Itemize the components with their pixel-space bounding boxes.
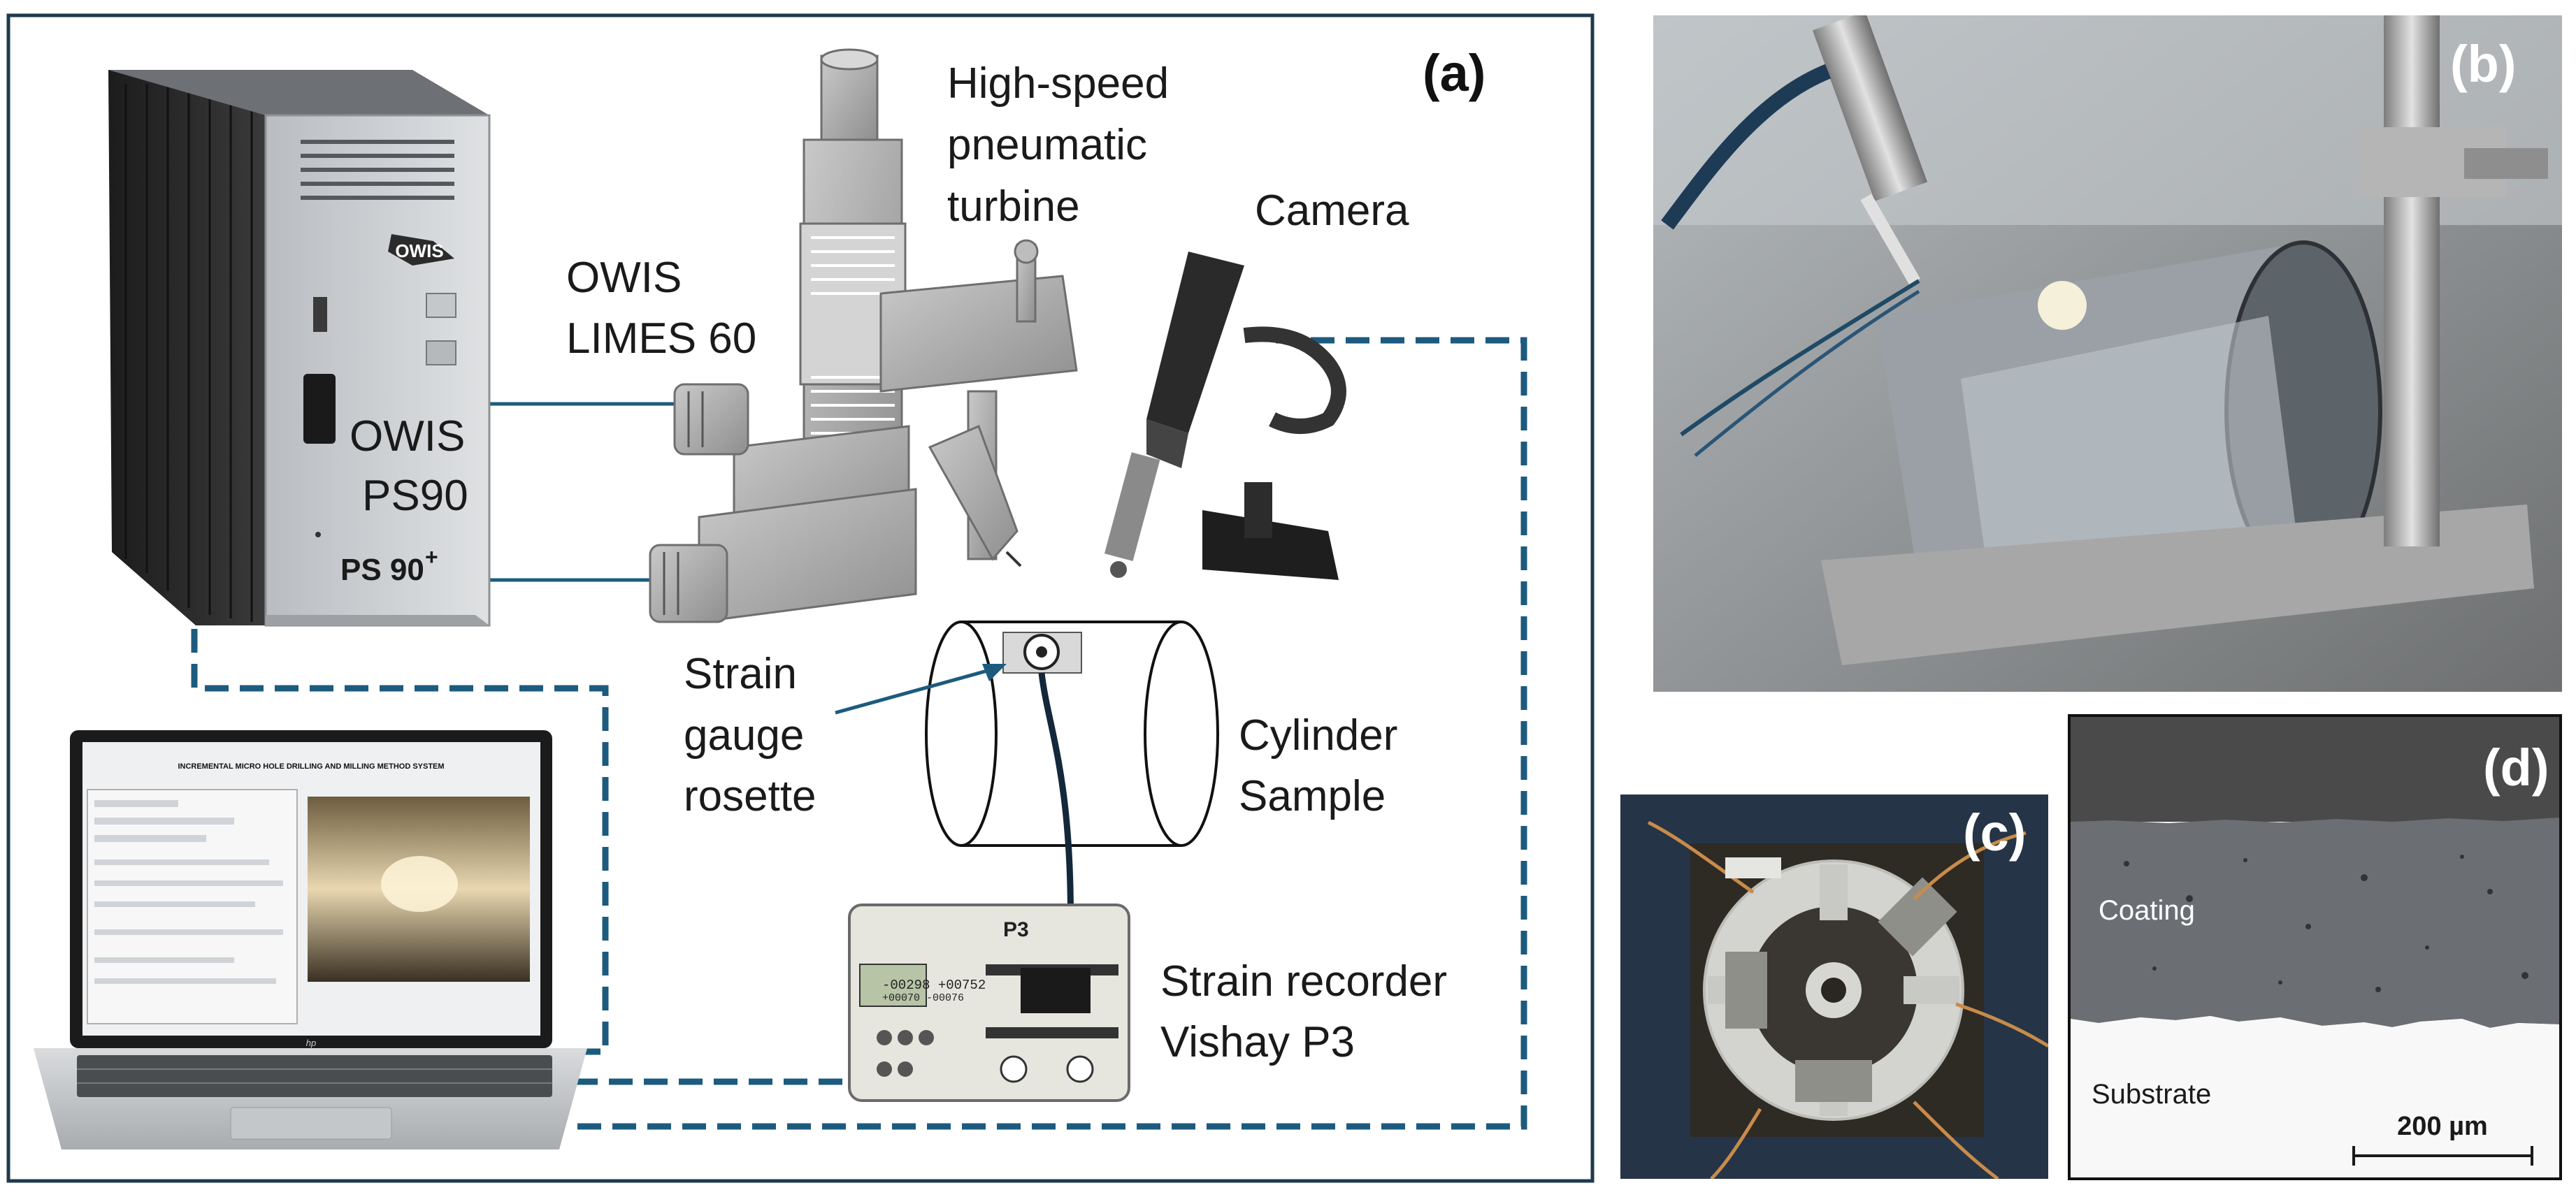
panel-b-photo: (b) (1653, 15, 2562, 692)
controller-serial-port-icon (313, 297, 327, 332)
panel-c-letter: (c) (1963, 804, 2026, 862)
label-rosette-line1: Strain (684, 650, 797, 698)
label-owis-ps90-line2: PS90 (362, 472, 468, 520)
panel-c-photo-svg: (c) (1620, 795, 2048, 1179)
label-limes-line2: LIMES 60 (566, 314, 756, 363)
scale-bar (2352, 1146, 2533, 1166)
limes60-stage (649, 48, 1078, 623)
camera-device (1104, 252, 1346, 580)
label-coating: Coating (2099, 895, 2195, 926)
label-substrate: Substrate (2092, 1079, 2211, 1110)
controller-display-slot (303, 374, 336, 444)
label-cylinder-line1: Cylinder (1239, 711, 1397, 760)
laptop: INCREMENTAL MICRO HOLE DRILLING AND MILL… (34, 730, 587, 1149)
panel-d-micrograph: Coating Substrate 200 µm (d) (2068, 714, 2562, 1180)
recorder-model-text: P3 (1003, 918, 1029, 941)
laptop-touchpad (230, 1107, 392, 1140)
label-rosette-line2: gauge (684, 711, 804, 760)
rosette-on-cylinder (1002, 632, 1082, 674)
recorder-connector-block (1021, 968, 1091, 1013)
panel-b-letter: (b) (2450, 35, 2517, 93)
label-recorder-line1: Strain recorder (1160, 957, 1447, 1006)
rosette-pointer-line (835, 665, 1000, 715)
panel-d-micrograph-svg: Coating Substrate 200 µm (d) (2071, 717, 2559, 1177)
panel-a-setup-diagram: OWIS PS 90 + OWIS PS90 (6, 13, 1595, 1183)
scale-bar-label: 200 µm (2397, 1112, 2488, 1141)
panel-b-photo-svg: (b) (1653, 15, 2562, 692)
vishay-p3-recorder: -00298 +00752 +00070 -00076 P3 (848, 904, 1130, 1102)
label-owis-ps90-line1: OWIS (350, 412, 465, 460)
cylinder-sample (925, 621, 1219, 847)
label-turbine-line3: turbine (947, 182, 1080, 231)
micrograph-substrate (2071, 1016, 2559, 1177)
label-limes-line1: OWIS (566, 254, 682, 302)
photo-right-rod (2384, 15, 2440, 546)
label-recorder-line2: Vishay P3 (1160, 1018, 1355, 1066)
recorder-display-line2: +00070 -00076 (882, 992, 964, 1004)
panel-c-rosette-photo: (c) (1620, 795, 2048, 1179)
label-cylinder-line2: Sample (1239, 772, 1386, 820)
recorder-display-line1: -00298 +00752 (882, 978, 986, 993)
controller-model-superscript: + (425, 544, 438, 570)
label-camera: Camera (1255, 187, 1409, 235)
label-turbine-line2: pneumatic (947, 121, 1147, 169)
laptop-app-title: INCREMENTAL MICRO HOLE DRILLING AND MILL… (178, 762, 444, 771)
micrograph-mount (2071, 717, 2559, 822)
rosette-pointer-arrowhead (982, 664, 1007, 681)
label-turbine-line1: High-speed (947, 59, 1169, 108)
panel-d-letter: (d) (2483, 739, 2549, 797)
panel-a-frame (6, 13, 1595, 1183)
photo-turbine (1812, 15, 1928, 201)
photo-base-plate (1821, 505, 2534, 665)
cable-camera-to-laptop (573, 337, 1527, 1130)
panel-a-letter: (a) (1423, 44, 1485, 102)
controller-brand-logo-text: OWIS (395, 240, 443, 261)
label-rosette-line3: rosette (684, 772, 816, 820)
laptop-logo: hp (306, 1038, 316, 1048)
ps90-controller: OWIS PS 90 + (108, 70, 491, 627)
micrograph-coating-layer (2071, 818, 2559, 1028)
controller-model-text: PS 90 (340, 553, 424, 587)
setup-diagram-svg: OWIS PS 90 + OWIS PS90 (6, 13, 1595, 1183)
